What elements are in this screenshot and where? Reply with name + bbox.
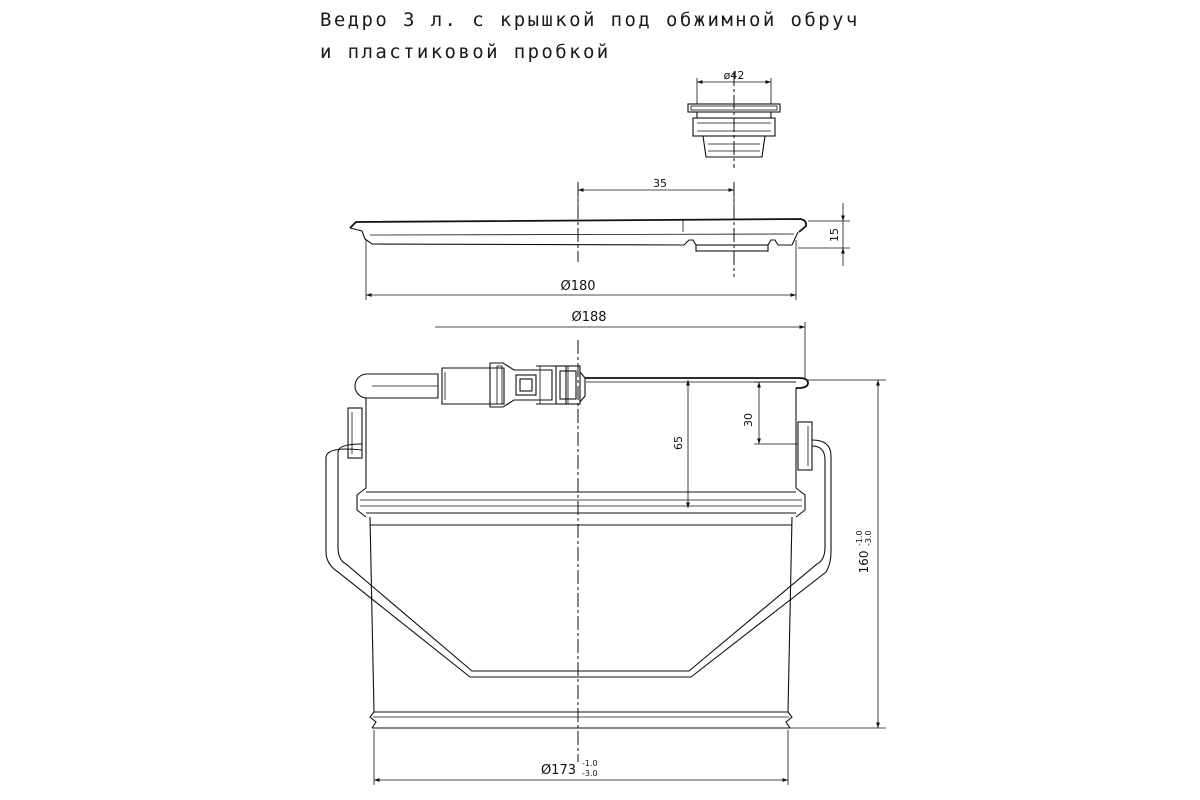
dim-bead-depth: 65	[672, 380, 690, 508]
dim-rim-diameter: Ø188	[435, 310, 806, 380]
dim-lid-height-label: 15	[828, 228, 841, 242]
dim-lid-offset: 35	[577, 177, 735, 215]
dim-height-label: 160	[857, 551, 871, 574]
dim-plug-diameter-label: ø42	[724, 69, 745, 82]
drawing-title: Ведро 3 л. с крышкой под обжимной обруч	[320, 9, 860, 31]
wire-handle	[325, 439, 832, 678]
dim-rim-diameter-label: Ø188	[571, 310, 606, 325]
drawing-subtitle: и пластиковой пробкой	[320, 41, 611, 63]
dim-height-tol-lower: -3.0	[864, 530, 873, 546]
dim-bead-depth-label: 65	[672, 436, 685, 450]
dim-lid-diameter-label: Ø180	[560, 279, 595, 294]
dim-bottom-diameter-label: Ø173	[541, 763, 576, 778]
dim-lid-offset-label: 35	[653, 177, 667, 190]
lid	[349, 218, 808, 252]
handle-ear-left	[347, 407, 363, 459]
dim-height-tol-upper: -1.0	[855, 530, 864, 546]
dim-bottom-diameter: Ø173 -1.0 -3.0	[373, 730, 789, 785]
handle-ear-right	[797, 421, 813, 471]
dim-plug-diameter: ø42	[696, 69, 772, 104]
dim-lid-height: 15	[798, 203, 850, 266]
bucket-body	[356, 377, 809, 729]
dim-lid-diameter: Ø180	[365, 240, 797, 300]
dim-inner-depth: 30	[742, 381, 798, 445]
lever-clamp	[354, 362, 586, 408]
dim-inner-depth-label: 30	[742, 413, 755, 427]
dim-height: 160 -1.0 -3.0	[790, 379, 886, 729]
dim-bottom-tol-lower: -3.0	[582, 769, 598, 778]
dim-bottom-tol-upper: -1.0	[582, 759, 598, 768]
